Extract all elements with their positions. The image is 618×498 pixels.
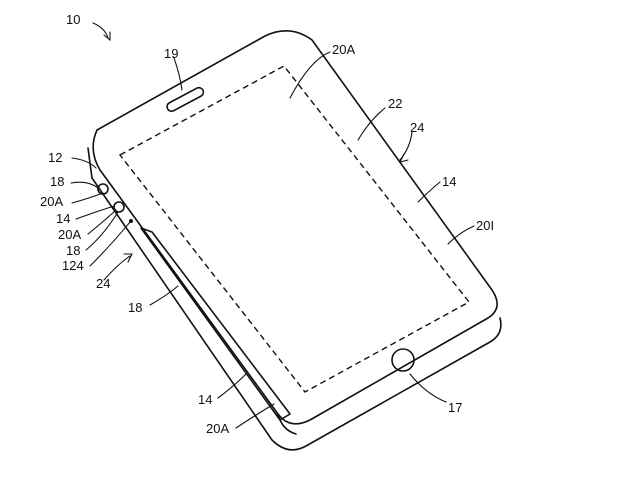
leader-19 [173,57,183,91]
label-device: 10 [66,12,80,27]
leader-20a-2 [87,209,117,235]
leader-12 [71,157,97,169]
leader-18-top [70,181,99,189]
label-bottom-14: 14 [198,392,212,407]
leader-24-left [103,255,131,281]
label-left-20a-1: 20A [40,194,63,209]
label-speaker: 19 [164,46,178,61]
leader-20a-bottom [235,403,275,429]
leader-17 [409,373,447,403]
label-home-button: 17 [448,400,462,415]
label-left-124: 124 [62,258,84,273]
leader-24-right [399,131,413,161]
label-arrow-24-right: 24 [410,120,424,135]
leader-14-bottom [217,373,247,399]
leader-20i [447,225,475,245]
leader-18-side [149,285,179,306]
arrowhead-24-right [398,153,409,163]
label-side-18: 18 [128,300,142,315]
speaker-slot [166,86,205,113]
label-display-top: 20A [332,42,355,57]
label-bottom-20a: 20A [206,421,229,436]
device-side-bottom-edge [277,413,297,435]
leader-20a-top [289,51,331,99]
side-button-upper [97,183,109,195]
label-arrow-24-left: 24 [96,276,110,291]
display-outline [118,65,471,393]
arrowhead-24-left [123,253,133,263]
label-left-18-2: 18 [66,243,80,258]
device-side-outline [87,147,502,451]
label-housing-22: 22 [388,96,402,111]
label-side-14-right: 14 [442,174,456,189]
leader-124 [89,221,131,267]
leader-18-left [85,211,119,251]
label-left-20a-2: 20A [58,227,81,242]
side-slot [140,227,291,421]
side-button-lower [113,201,125,213]
arrowhead-10 [103,31,111,42]
leader-10 [92,22,109,39]
leader-14-right [417,181,441,203]
leader-14-left [75,205,115,220]
label-left-14: 14 [56,211,70,226]
label-left-12: 12 [48,150,62,165]
leader-20a-1 [71,192,104,204]
device-top-outline [92,30,498,425]
label-left-18-top: 18 [50,174,64,189]
label-interior-20i: 20I [476,218,494,233]
leader-22 [357,107,386,141]
home-button [391,348,415,372]
